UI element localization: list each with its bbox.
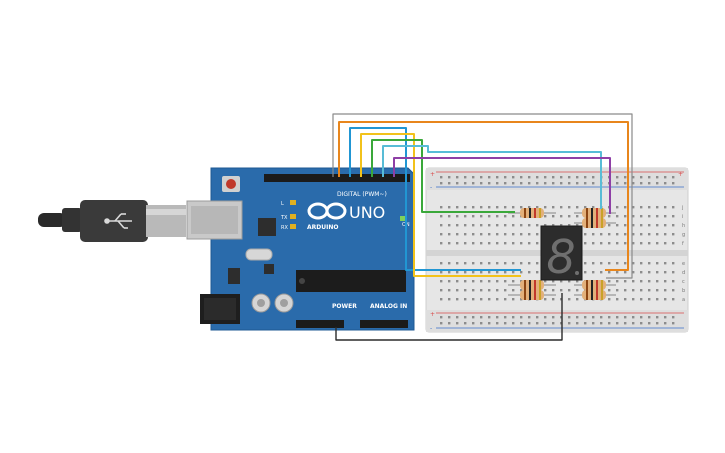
display-digit: 8	[546, 230, 575, 284]
wire-black[interactable]	[335, 293, 563, 341]
rail-minus-top: -	[430, 184, 432, 191]
rail-plus-top: +	[430, 171, 435, 178]
row-letter: g	[682, 232, 685, 238]
wires	[332, 113, 633, 341]
seven-segment-display[interactable]: 8	[540, 225, 583, 284]
row-letter: f	[682, 241, 684, 247]
arduino-board[interactable]: L TX RX ON DIGITAL (PWM~) POWER ANALOG I…	[186, 167, 415, 331]
row-letter: c	[682, 279, 685, 285]
wire-green[interactable]	[371, 139, 515, 213]
power-header	[296, 320, 344, 328]
rail-plus-bottom: +	[430, 311, 435, 318]
row-letter: e	[682, 261, 685, 267]
wire-cyan[interactable]	[382, 145, 602, 209]
l-led-label: L	[281, 201, 284, 207]
digital-label: DIGITAL (PWM~)	[337, 191, 387, 198]
analog-label: ANALOG IN	[370, 303, 407, 310]
power-label: POWER	[332, 303, 357, 310]
row-letter: i	[682, 214, 683, 220]
resistor-7[interactable]	[574, 290, 616, 300]
resistor-5[interactable]	[508, 290, 556, 300]
row-letter: d	[682, 270, 685, 276]
rx-led-label: RX	[281, 225, 288, 231]
rail-plus-top-right: +	[678, 171, 683, 178]
resistor-1[interactable]	[508, 208, 556, 218]
row-letter: a	[682, 297, 685, 303]
board-brand: UNO	[349, 203, 385, 222]
analog-header	[360, 320, 408, 328]
wire-purple[interactable]	[393, 157, 611, 214]
resistor-3[interactable]	[574, 218, 616, 228]
board-maker: ARDUINO	[307, 224, 338, 231]
resistor-6[interactable]	[574, 280, 616, 290]
tx-led-label: TX	[280, 215, 288, 221]
wire-yellow[interactable]	[360, 133, 521, 277]
wire-blue[interactable]	[349, 127, 521, 271]
digital-header	[264, 174, 410, 182]
row-letter: j	[681, 205, 683, 211]
resistor-4[interactable]	[508, 280, 556, 290]
atmega-chip	[296, 270, 406, 292]
row-letter: b	[682, 288, 685, 294]
usb-symbol-icon	[104, 213, 132, 229]
arduino-infinity-logo-icon	[307, 202, 347, 220]
rail-minus-bottom: -	[430, 325, 432, 332]
wire-orange[interactable]	[338, 121, 629, 271]
wire-gray[interactable]	[332, 113, 633, 279]
usb-cable[interactable]	[38, 200, 186, 242]
row-letter: h	[682, 223, 685, 229]
